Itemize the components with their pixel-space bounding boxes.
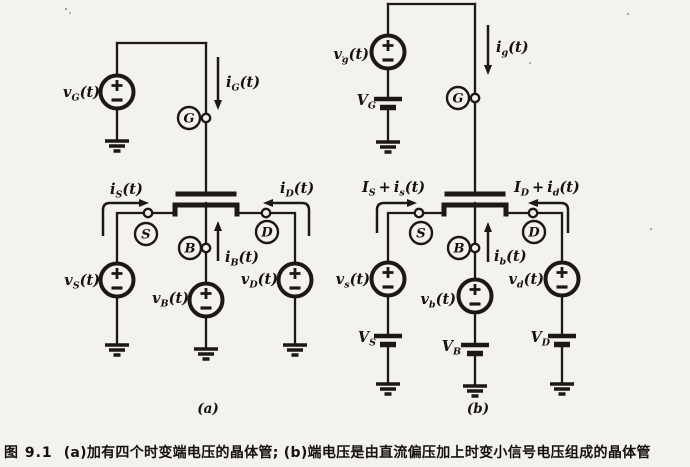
terminal-B: B xyxy=(446,235,472,261)
voltage-source-vS xyxy=(98,261,136,299)
battery-VS-icon xyxy=(374,333,402,348)
terminal-S-label: S xyxy=(416,227,425,242)
node-D xyxy=(527,207,539,219)
figure-caption: 图 9.1 (a)加有四个时变端电压的晶体管; (b)端电压是由直流偏压加上时变小… xyxy=(4,442,688,462)
node-S xyxy=(142,207,154,219)
label-vg: vg(t) xyxy=(333,46,369,66)
label-vd: vd(t) xyxy=(508,271,544,291)
terminal-S-label: S xyxy=(141,228,150,243)
terminal-B: B xyxy=(177,235,203,261)
label-ig: ig(t) xyxy=(496,39,529,59)
terminal-D: D xyxy=(521,219,547,245)
label-ID-total: ID+id(t) xyxy=(513,179,580,199)
panel-b-label: (b) xyxy=(467,401,489,417)
plus-icon xyxy=(289,268,301,279)
wires-b xyxy=(386,2,564,387)
battery-VD-icon xyxy=(548,333,576,348)
panel-a-label: (a) xyxy=(197,401,219,417)
scan-specks xyxy=(64,7,653,231)
current-arrow-ID xyxy=(528,199,570,233)
terminal-S: S xyxy=(133,221,159,247)
voltage-source-vg xyxy=(369,33,407,71)
label-iS: iS(t) xyxy=(110,181,143,201)
ground-icon xyxy=(105,139,129,153)
ground-icon xyxy=(376,382,400,396)
node-G xyxy=(469,92,481,104)
battery-VG-icon xyxy=(374,96,402,111)
current-arrow-iS xyxy=(101,199,149,236)
label-iD: iD(t) xyxy=(280,180,314,200)
terminal-B-label: B xyxy=(453,242,465,257)
figure-number: 图 9.1 xyxy=(4,445,53,461)
node-D xyxy=(260,207,272,219)
ground-icon xyxy=(550,382,574,396)
label-vB: vB(t) xyxy=(152,290,189,310)
current-arrow-iG xyxy=(214,57,222,110)
nmos-transistor-icon xyxy=(441,191,509,217)
plus-icon xyxy=(556,267,568,278)
ground-icon xyxy=(105,343,129,357)
current-arrow-IS xyxy=(375,199,417,233)
terminal-D-label: D xyxy=(527,226,540,241)
plus-icon xyxy=(111,268,123,279)
voltage-source-vB xyxy=(187,281,225,319)
label-vG: vG(t) xyxy=(63,84,100,104)
label-VG: VG xyxy=(357,92,376,112)
current-arrow-ig xyxy=(484,25,492,75)
voltage-source-vD xyxy=(276,261,314,299)
terminal-B-label: B xyxy=(184,242,196,257)
terminal-G: G xyxy=(176,105,202,131)
label-iB: iB(t) xyxy=(225,249,259,269)
label-vD: vD(t) xyxy=(241,271,278,291)
ground-icon xyxy=(463,384,487,398)
label-vS: vS(t) xyxy=(64,272,100,292)
plus-icon xyxy=(111,80,123,91)
circuit-diagram: G S B D vG(t) vS(t) vB(t) vD(t) iG(t) iS… xyxy=(63,2,653,417)
plus-icon xyxy=(200,288,212,299)
battery-VB-icon xyxy=(461,342,489,357)
plus-icon xyxy=(469,284,481,295)
label-VD: VD xyxy=(530,329,550,349)
circuit-b: G S B D vg(t) vs(t) vb(t) vd(t) VG VS VB… xyxy=(333,2,581,417)
voltage-source-vG xyxy=(98,73,136,111)
current-arrow-iD xyxy=(263,199,311,236)
label-vs: vs(t) xyxy=(336,271,370,291)
node-S xyxy=(413,207,425,219)
node-B xyxy=(469,242,481,254)
terminal-D-label: D xyxy=(260,226,273,241)
ground-icon xyxy=(194,347,218,361)
plus-icon xyxy=(382,40,394,51)
voltage-source-vs xyxy=(369,260,407,298)
ground-icon xyxy=(376,140,400,154)
terminal-S: S xyxy=(408,220,434,246)
label-IS-total: IS+is(t) xyxy=(361,179,425,199)
voltage-source-vb xyxy=(456,277,494,315)
figure-caption-text: (a)加有四个时变端电压的晶体管; (b)端电压是由直流偏压加上时变小信号电压组… xyxy=(63,445,651,461)
voltage-source-vd xyxy=(543,260,581,298)
terminal-G: G xyxy=(445,85,471,111)
circuit-a: G S B D vG(t) vS(t) vB(t) vD(t) iG(t) iS… xyxy=(63,41,314,417)
terminal-D: D xyxy=(254,219,280,245)
node-B xyxy=(200,242,212,254)
label-ib: ib(t) xyxy=(494,248,527,268)
label-VB: VB xyxy=(442,338,461,358)
label-vb: vb(t) xyxy=(420,291,456,311)
label-iG: iG(t) xyxy=(226,74,260,94)
node-G xyxy=(200,112,212,124)
nmos-transistor-icon xyxy=(172,191,240,217)
ground-icon xyxy=(283,343,307,357)
terminal-G-label: G xyxy=(452,92,463,107)
current-arrow-ib xyxy=(484,222,492,262)
label-VS: VS xyxy=(358,329,376,349)
current-arrow-iB xyxy=(214,221,222,261)
plus-icon xyxy=(382,267,394,278)
terminal-G-label: G xyxy=(183,112,194,127)
